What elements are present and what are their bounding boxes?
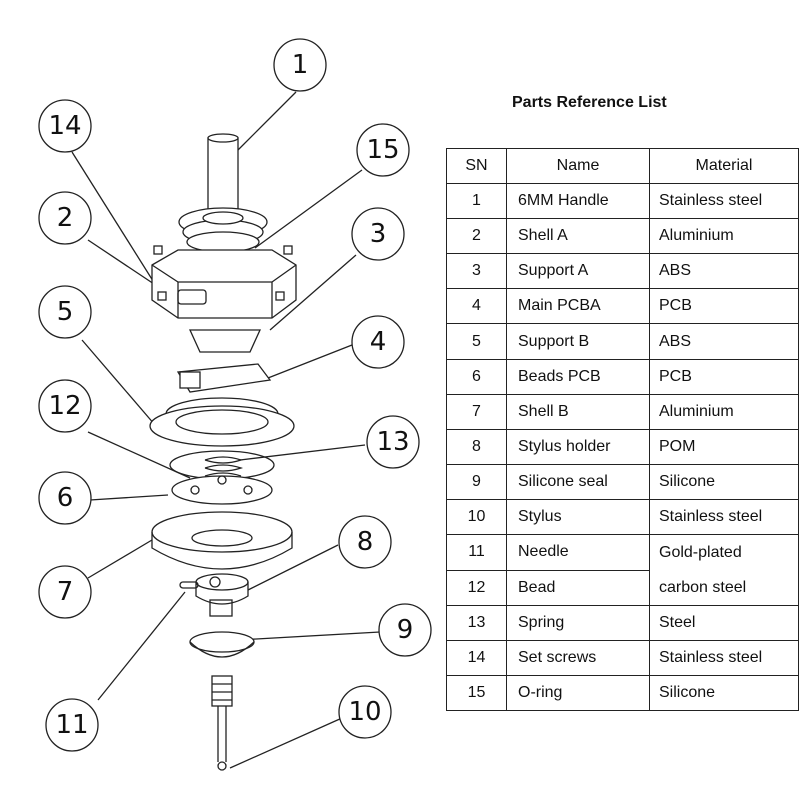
cell-material: PCB (649, 358, 799, 395)
cell-sn: 12 (446, 569, 507, 607)
table-row: 13 Spring Steel (446, 605, 799, 642)
callout-number-7: 7 (57, 577, 74, 607)
callout-circle-12 (38, 379, 92, 433)
callout-number-12: 12 (48, 391, 81, 421)
cell-sn: 13 (446, 605, 507, 642)
callout-number-1: 1 (292, 50, 309, 80)
callout-number-2: 2 (57, 203, 74, 233)
cell-sn: 14 (446, 640, 507, 677)
callout-circle-3 (351, 207, 405, 261)
table-row: 14 Set screws Stainless steel (446, 640, 799, 677)
cell-name: 6MM Handle (506, 183, 650, 220)
table-row: 3 Support A ABS (446, 253, 799, 290)
cell-material: Aluminium (649, 218, 799, 255)
callout-circle-7 (38, 565, 92, 619)
callout-circle-8 (338, 515, 392, 569)
cell-name: Shell A (506, 218, 650, 255)
cell-name: Beads PCB (506, 358, 650, 395)
callout-circle-11 (45, 698, 99, 752)
callout-circle-2 (38, 191, 92, 245)
cell-sn: 9 (446, 463, 507, 500)
table-row: 2 Shell A Aluminium (446, 218, 799, 255)
header-material: Material (649, 147, 799, 185)
callout-circle-10 (338, 685, 392, 739)
cell-sn: 11 (446, 534, 507, 571)
callout-circle-5 (38, 285, 92, 339)
callout-number-6: 6 (57, 483, 74, 513)
callout-number-14: 14 (48, 111, 81, 141)
cell-material: Stainless steel (649, 183, 799, 220)
table-row: 1 6MM Handle Stainless steel (446, 183, 799, 220)
cell-name: Stylus holder (506, 428, 650, 465)
table-row: 10 Stylus Stainless steel (446, 498, 799, 536)
cell-sn: 6 (446, 358, 507, 395)
cell-material: POM (649, 428, 799, 465)
table-row: 12 Bead (446, 569, 799, 607)
table-row: 11 Needle Gold-plated carbon steel (446, 534, 799, 607)
cell-sn: 5 (446, 323, 507, 360)
cell-material: Silicone (649, 463, 799, 500)
cell-name: Stylus (506, 498, 650, 536)
callout-number-10: 10 (348, 697, 381, 727)
callout-number-4: 4 (370, 327, 387, 357)
callout-number-8: 8 (357, 527, 374, 557)
table-row: 7 Shell B Aluminium (446, 393, 799, 430)
cell-material: Aluminium (649, 393, 799, 430)
cell-sn: 7 (446, 393, 507, 430)
callout-circle-9 (378, 603, 432, 657)
cell-material: ABS (649, 323, 799, 360)
cell-sn: 3 (446, 253, 507, 290)
table-row: 15 O-ring Silicone (446, 675, 799, 712)
cell-name: Support A (506, 253, 650, 290)
cell-sn: 2 (446, 218, 507, 255)
cell-name: Support B (506, 323, 650, 360)
header-name: Name (506, 147, 650, 185)
cell-name: Bead (506, 569, 650, 607)
table-row: 4 Main PCBA PCB (446, 288, 799, 325)
parts-reference-table: SN Name Material 1 6MM Handle Stainless … (446, 147, 799, 712)
cell-sn: 4 (446, 288, 507, 325)
exploded-view-diagram: 1 14 15 2 3 5 4 12 13 6 8 7 9 11 10 (38, 38, 432, 771)
header-sn: SN (446, 147, 507, 185)
cell-material-merged: Gold-plated carbon steel (649, 534, 799, 607)
merged-material-line1: Gold-plated (659, 544, 742, 562)
cell-name: Set screws (506, 640, 650, 677)
cell-material: Steel (649, 605, 799, 642)
cell-material: Silicone (649, 675, 799, 712)
cell-material: Stainless steel (649, 640, 799, 677)
callout-circle-1 (273, 38, 327, 92)
table-row: 6 Beads PCB PCB (446, 358, 799, 395)
cell-name: O-ring (506, 675, 650, 712)
callout-circle-4 (351, 315, 405, 369)
cell-name: Shell B (506, 393, 650, 430)
cell-material: Stainless steel (649, 498, 799, 536)
callout-number-5: 5 (57, 297, 74, 327)
cell-name: Spring (506, 605, 650, 642)
cell-sn: 15 (446, 675, 507, 712)
callout-number-11: 11 (55, 710, 88, 740)
table-row: 9 Silicone seal Silicone (446, 463, 799, 500)
table-row: 8 Stylus holder POM (446, 428, 799, 465)
callout-number-3: 3 (370, 219, 387, 249)
cell-material: ABS (649, 253, 799, 290)
table-title: Parts Reference List (512, 94, 667, 111)
cell-sn: 1 (446, 183, 507, 220)
callout-circle-13 (366, 415, 420, 469)
cell-material: PCB (649, 288, 799, 325)
callout-number-13: 13 (376, 427, 409, 457)
table-header-row: SN Name Material (446, 147, 799, 185)
merged-material-line2: carbon steel (659, 579, 747, 597)
table-row: 5 Support B ABS (446, 323, 799, 360)
callout-circle-6 (38, 471, 92, 525)
callout-circle-14 (38, 99, 92, 153)
cell-name: Needle (506, 534, 650, 571)
cell-sn: 8 (446, 428, 507, 465)
callout-number-15: 15 (366, 135, 399, 165)
callout-number-9: 9 (397, 615, 414, 645)
cell-name: Silicone seal (506, 463, 650, 500)
callout-circle-15 (356, 123, 410, 177)
cell-sn: 10 (446, 498, 507, 536)
cell-name: Main PCBA (506, 288, 650, 325)
